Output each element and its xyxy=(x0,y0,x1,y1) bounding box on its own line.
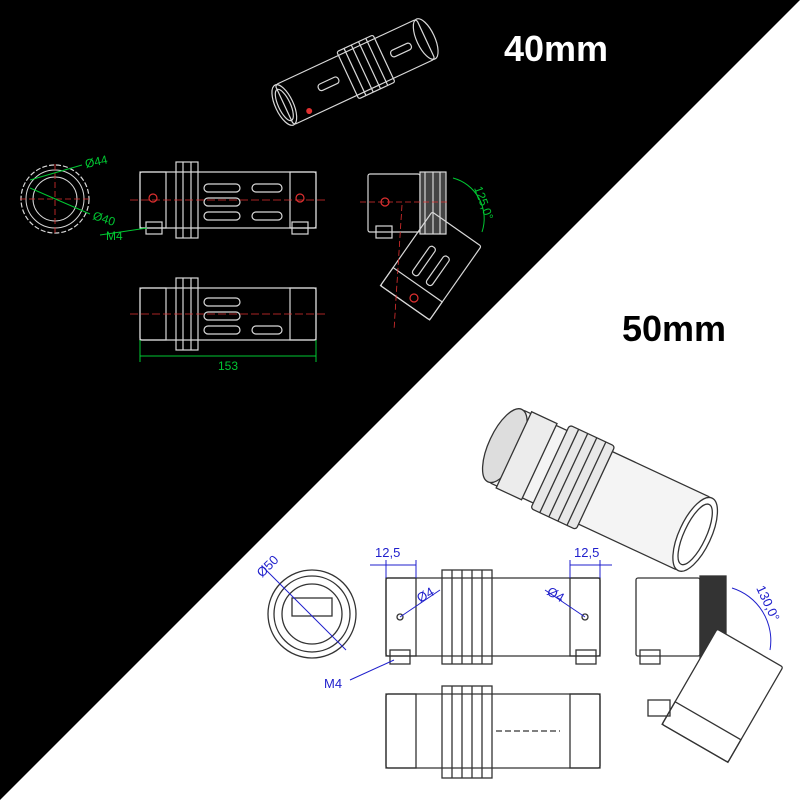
side-view-50mm xyxy=(349,560,612,681)
screw-label-50: M4 xyxy=(324,676,342,691)
angle-label-40: 125,0° xyxy=(471,184,496,222)
model-title-50mm: 50mm xyxy=(622,308,727,349)
inner-diameter-label-40: Ø40 xyxy=(91,209,117,229)
outer-diameter-label-40: Ø44 xyxy=(84,152,109,170)
side-view-40mm xyxy=(99,161,326,239)
length-view-40mm xyxy=(130,277,326,362)
angled-view-40mm xyxy=(360,171,485,331)
clamp-width-left-label: 12,5 xyxy=(375,545,400,560)
iso-view-50mm xyxy=(481,408,719,572)
end-view-40mm xyxy=(20,164,91,234)
end-view-50mm xyxy=(261,565,357,659)
length-label-40: 153 xyxy=(218,359,238,373)
clamp-width-right-label: 12,5 xyxy=(574,545,599,560)
model-title-40mm: 40mm xyxy=(504,28,609,69)
angled-view-50mm xyxy=(635,575,783,764)
length-view-50mm xyxy=(385,685,601,779)
iso-view-40mm xyxy=(271,18,439,126)
screw-label-40: M4 xyxy=(106,229,123,243)
